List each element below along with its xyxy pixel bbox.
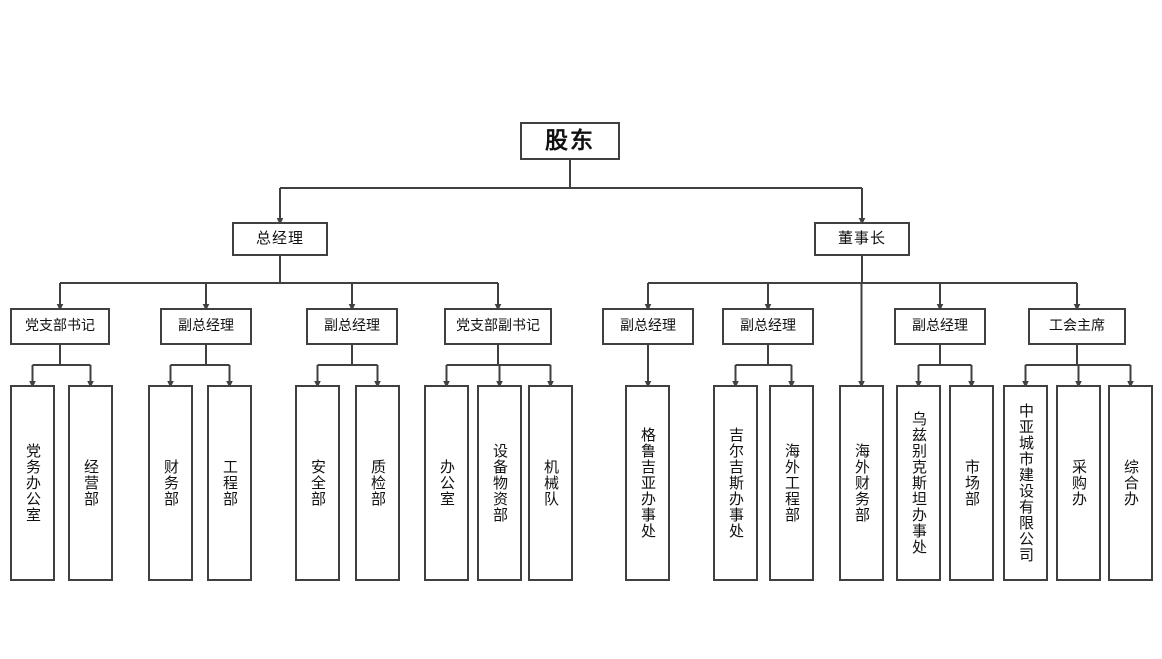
node-leaf-14[interactable]: 市场部 — [949, 385, 994, 581]
node-label: 股东 — [545, 127, 595, 154]
node-label: 党支部副书记 — [456, 318, 540, 335]
node-leaf-4[interactable]: 安全部 — [295, 385, 340, 581]
node-label: 副总经理 — [740, 318, 796, 335]
node-label: 董事长 — [837, 229, 886, 248]
node-leaf-6[interactable]: 办公室 — [424, 385, 469, 581]
node-label: 副总经理 — [324, 318, 380, 335]
node-label: 工程部 — [221, 459, 239, 507]
node-level3-7[interactable]: 工会主席 — [1028, 308, 1126, 345]
node-leaf-0[interactable]: 党务办公室 — [10, 385, 55, 581]
node-label: 乌兹别克斯坦办事处 — [910, 411, 928, 555]
node-label: 副总经理 — [912, 318, 968, 335]
node-level3-5[interactable]: 副总经理 — [722, 308, 814, 345]
node-level3-0[interactable]: 党支部书记 — [10, 308, 110, 345]
node-label: 海外工程部 — [783, 443, 801, 523]
node-leaf-16[interactable]: 采购办 — [1056, 385, 1101, 581]
node-label: 安全部 — [309, 459, 327, 507]
node-leaf-3[interactable]: 工程部 — [207, 385, 252, 581]
node-label: 总经理 — [255, 229, 304, 248]
node-leaf-13[interactable]: 乌兹别克斯坦办事处 — [896, 385, 941, 581]
node-label: 工会主席 — [1049, 318, 1105, 335]
node-label: 市场部 — [963, 459, 981, 507]
node-label: 党支部书记 — [25, 318, 95, 335]
node-level3-2[interactable]: 副总经理 — [306, 308, 398, 345]
node-label: 格鲁吉亚办事处 — [639, 427, 657, 539]
node-level3-6[interactable]: 副总经理 — [894, 308, 986, 345]
node-label: 综合办 — [1122, 459, 1140, 507]
node-label: 吉尔吉斯办事处 — [727, 427, 745, 539]
node-level3-1[interactable]: 副总经理 — [160, 308, 252, 345]
node-leaf-15[interactable]: 中亚城市建设有限公司 — [1003, 385, 1048, 581]
node-root-shareholders[interactable]: 股东 — [520, 122, 620, 160]
node-label: 副总经理 — [178, 318, 234, 335]
node-label: 机械队 — [542, 459, 560, 507]
node-leaf-2[interactable]: 财务部 — [148, 385, 193, 581]
node-leaf-5[interactable]: 质检部 — [355, 385, 400, 581]
node-label: 经营部 — [82, 459, 100, 507]
node-label: 质检部 — [369, 459, 387, 507]
node-level2-0[interactable]: 总经理 — [232, 222, 328, 256]
node-leaf-7[interactable]: 设备物资部 — [477, 385, 522, 581]
node-label: 中亚城市建设有限公司 — [1017, 403, 1035, 563]
node-label: 副总经理 — [620, 318, 676, 335]
node-label: 财务部 — [162, 459, 180, 507]
node-leaf-10[interactable]: 吉尔吉斯办事处 — [713, 385, 758, 581]
node-leaf-9[interactable]: 格鲁吉亚办事处 — [625, 385, 670, 581]
node-label: 采购办 — [1070, 459, 1088, 507]
node-label: 党务办公室 — [24, 443, 42, 523]
node-level3-4[interactable]: 副总经理 — [602, 308, 694, 345]
node-label: 办公室 — [438, 459, 456, 507]
node-leaf-12[interactable]: 海外财务部 — [839, 385, 884, 581]
node-leaf-17[interactable]: 综合办 — [1108, 385, 1153, 581]
node-label: 设备物资部 — [491, 443, 509, 523]
node-leaf-1[interactable]: 经营部 — [68, 385, 113, 581]
node-label: 海外财务部 — [853, 443, 871, 523]
node-leaf-8[interactable]: 机械队 — [528, 385, 573, 581]
node-level3-3[interactable]: 党支部副书记 — [444, 308, 552, 345]
node-level2-1[interactable]: 董事长 — [814, 222, 910, 256]
node-leaf-11[interactable]: 海外工程部 — [769, 385, 814, 581]
